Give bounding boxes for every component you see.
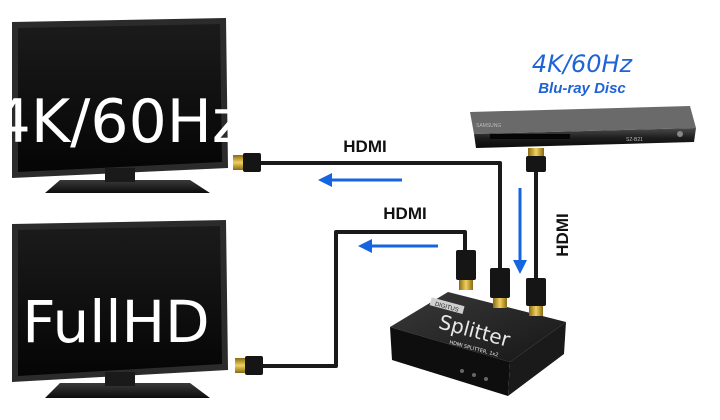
player-brand: SAMSUNG: [476, 123, 501, 129]
hdmi-plug-icon: [526, 148, 546, 172]
hdmi-label-input: HDMI: [553, 213, 572, 256]
hdmi-plug-icon: [233, 153, 261, 172]
player-subtitle: Blu-ray Disc: [538, 80, 626, 97]
tv-icon: [12, 18, 228, 193]
tv-bottom: FullHD: [12, 220, 228, 398]
hdmi-plug-icon: [526, 278, 546, 316]
bluray-player: 4K/60Hz Blu-ray Disc SAMSUNG SZ-B21: [470, 50, 696, 148]
tv-top-label: 4K/60Hz: [0, 87, 243, 157]
tv-bottom-label: FullHD: [22, 288, 209, 356]
hdmi-label-top: HDMI: [343, 137, 386, 156]
cables: [258, 161, 538, 368]
tv-icon: [12, 220, 228, 398]
arrow-left-icon: [358, 239, 438, 253]
hdmi-splitter: DIGITUS Splitter HDMI SPLITTER, 1x2: [390, 292, 566, 396]
bluray-player-icon: [470, 106, 696, 148]
hdmi-label-bottom: HDMI: [383, 204, 426, 223]
player-model: SZ-B21: [626, 137, 643, 143]
player-title: 4K/60Hz: [532, 50, 634, 78]
cable-top-tv: [258, 161, 502, 268]
hdmi-splitter-icon: [390, 292, 566, 396]
tv-top: 4K/60Hz: [0, 18, 243, 193]
arrow-left-icon: [318, 173, 402, 187]
hdmi-plug-icon: [456, 250, 476, 290]
hdmi-plug-icon: [490, 268, 510, 308]
hdmi-plug-icon: [235, 356, 263, 375]
arrow-down-icon: [513, 188, 527, 274]
cable-bottom-tv: [262, 230, 467, 368]
